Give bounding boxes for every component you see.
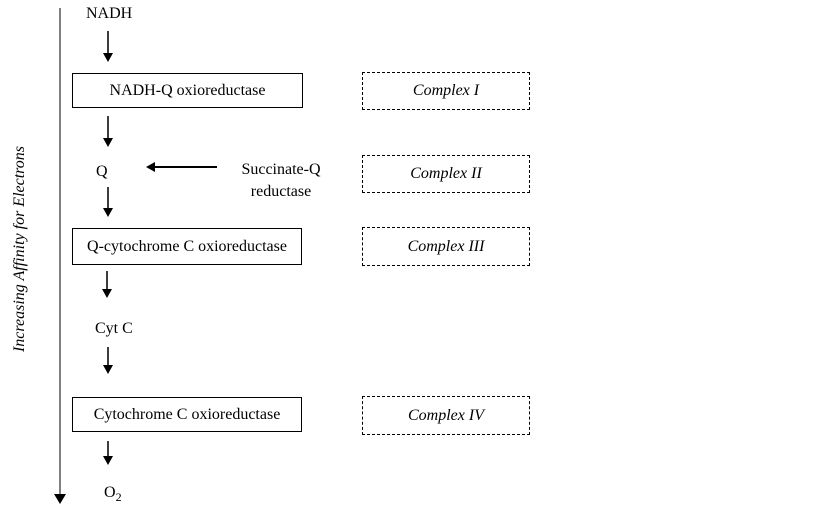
arrow-succinate-to-q-icon [146, 162, 217, 172]
arrow-complex3-to-cytc-icon [102, 271, 112, 298]
complex-i-label: Complex I [412, 82, 480, 99]
nadh-label: NADH [86, 5, 133, 22]
arrow-nadh-to-complex1-icon [103, 31, 113, 62]
box-q-cytochrome-c-oxioreductase: Q-cytochrome C oxioreductase [72, 228, 302, 265]
complex-ii-label: Complex II [410, 165, 482, 182]
arrow-q-to-complex3-icon [103, 187, 113, 217]
complex-iv-box: Complex IV [362, 396, 530, 435]
arrow-complex4-to-o2-icon [103, 441, 113, 465]
succinate-q-reductase-label: Succinate-Q reductase [234, 159, 328, 203]
box-nadh-q-oxioreductase-label: NADH-Q oxioreductase [109, 81, 266, 99]
affinity-axis-line [59, 8, 61, 495]
cyt-c-label: Cyt C [95, 320, 133, 337]
o2-subscript: 2 [115, 490, 122, 505]
q-label: Q [96, 163, 108, 180]
box-cytochrome-c-oxioreductase: Cytochrome C oxioreductase [72, 397, 302, 432]
complex-iii-box: Complex III [362, 227, 530, 266]
affinity-axis-arrowhead-icon [54, 494, 66, 504]
succinate-q-reductase-line1: Succinate-Q [241, 161, 321, 178]
o2-base: O [104, 484, 116, 501]
succinate-q-reductase-line2: reductase [250, 183, 312, 200]
arrow-cytc-to-complex4-icon [103, 347, 113, 374]
box-q-cytochrome-c-oxioreductase-label: Q-cytochrome C oxioreductase [87, 237, 287, 255]
box-nadh-q-oxioreductase: NADH-Q oxioreductase [72, 73, 303, 108]
complex-iii-label: Complex III [407, 237, 485, 255]
arrow-complex1-to-q-icon [103, 116, 113, 147]
affinity-axis-label: Increasing Affinity for Electrons [11, 145, 28, 353]
complex-iv-label: Complex IV [408, 406, 484, 424]
box-cytochrome-c-oxioreductase-label: Cytochrome C oxioreductase [93, 405, 281, 423]
complex-ii-box: Complex II [362, 155, 530, 193]
complex-i-box: Complex I [362, 72, 530, 110]
o2-label: O2 [104, 484, 122, 505]
